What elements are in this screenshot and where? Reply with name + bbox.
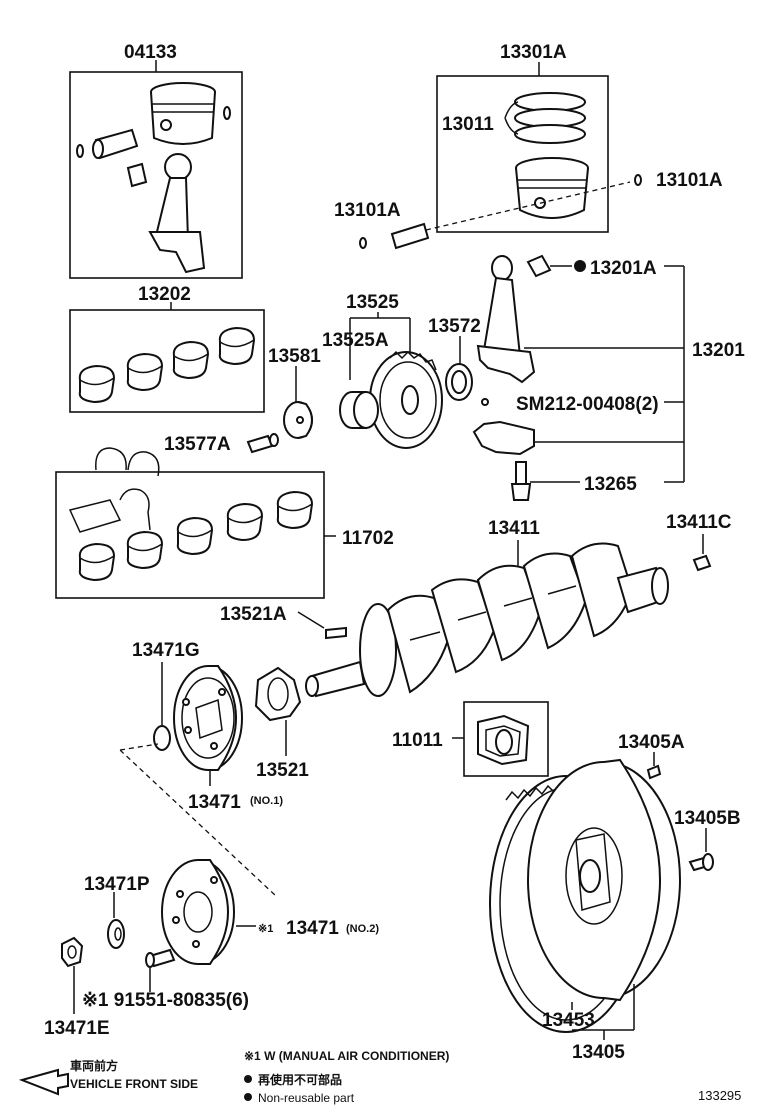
- label-13405: 13405: [572, 1042, 625, 1063]
- label-04133: 04133: [124, 42, 177, 63]
- label-13201A: 13201A: [590, 258, 657, 279]
- label-13453: 13453: [542, 1010, 595, 1031]
- label-13471-no1: 13471: [188, 792, 241, 813]
- label-13301A: 13301A: [500, 42, 567, 63]
- label-13581: 13581: [268, 346, 321, 367]
- label-13471-no1-suffix: (NO.1): [250, 795, 283, 807]
- front-arrow-icon: [18, 1068, 69, 1096]
- label-13525: 13525: [346, 292, 399, 313]
- non-reusable-bullet-icon: [244, 1075, 252, 1083]
- label-13572: 13572: [428, 316, 481, 337]
- front-label-jp: 車両前方: [70, 1058, 118, 1073]
- non-reusable-jp: 再使用不可部品: [258, 1072, 342, 1087]
- label-13405A: 13405A: [618, 732, 685, 753]
- front-label-en: VEHICLE FRONT SIDE: [70, 1077, 198, 1091]
- non-reusable-en: Non-reusable part: [258, 1091, 355, 1105]
- label-13471P: 13471P: [84, 874, 150, 895]
- connecting-rod-assy: [472, 254, 685, 501]
- label-13471-no2-mark: ※1: [258, 923, 273, 935]
- label-13521A: 13521A: [220, 604, 287, 625]
- bearing-set-box: [452, 701, 549, 777]
- front-direction-indicator: 車両前方 VEHICLE FRONT SIDE: [18, 1058, 198, 1096]
- balancer-gear-group: [339, 312, 473, 449]
- diagram-number: 133295: [698, 1088, 741, 1103]
- label-13471E: 13471E: [44, 1018, 110, 1039]
- label-13471-no2: 13471: [286, 918, 339, 939]
- label-13265: 13265: [584, 474, 637, 495]
- flywheel-assy: [489, 752, 714, 1040]
- label-13521: 13521: [256, 760, 309, 781]
- label-13201: 13201: [692, 340, 745, 361]
- piston-sub-assy-box: [359, 62, 642, 250]
- label-11702: 11702: [342, 528, 394, 549]
- label-13471G: 13471G: [132, 640, 200, 661]
- label-13411: 13411: [488, 518, 540, 539]
- label-13101A-right: 13101A: [656, 170, 723, 191]
- label-11011: 11011: [392, 730, 443, 751]
- label-13405B: 13405B: [674, 808, 741, 829]
- rod-bearings-box: [69, 302, 265, 413]
- label-13577A: 13577A: [164, 434, 231, 455]
- label-13011: 13011: [442, 114, 494, 135]
- label-13411C: 13411C: [666, 512, 732, 533]
- label-13202: 13202: [138, 284, 191, 305]
- note-manual-air-conditioner: ※1 W (MANUAL AIR CONDITIONER): [244, 1049, 449, 1063]
- main-bearings-box: [55, 447, 336, 599]
- piston-conrod-set-box: [69, 60, 243, 279]
- label-sm212-00408: SM212-00408(2): [516, 394, 659, 415]
- label-13525A: 13525A: [322, 330, 389, 351]
- rear-pulley-group: [61, 859, 256, 1014]
- crankshaft: [297, 534, 712, 698]
- label-13471-no2-suffix: (NO.2): [346, 923, 379, 935]
- label-91551-80835: ※1 91551-80835(6): [82, 990, 249, 1011]
- non-reusable-bullet-icon-2: [244, 1093, 252, 1101]
- thrust-plate-group: [246, 366, 313, 454]
- label-13101A-left: 13101A: [334, 200, 401, 221]
- front-pulley-group: [153, 662, 302, 786]
